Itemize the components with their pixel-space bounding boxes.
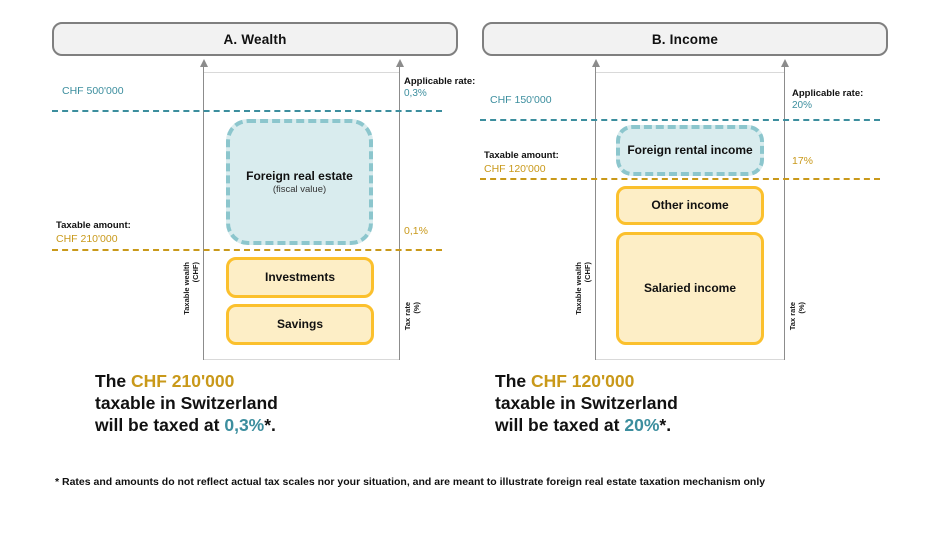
panel-a-left-axis — [199, 59, 208, 360]
panel-b-header: B. Income — [482, 22, 888, 56]
panel-a-chart: Taxable wealth (CHF) Tax rate (%) CHF 50… — [40, 59, 475, 362]
panel-b-title: B. Income — [651, 31, 719, 47]
panel-a-block-foreign-real-estate: Foreign real estate (fiscal value) — [226, 119, 373, 245]
panel-b-lower-rate: 17% — [792, 155, 813, 167]
axis-arrow-icon — [199, 59, 208, 67]
axis-arrow-icon — [395, 59, 404, 67]
panel-b-left-axis-label-line2: (CHF) — [583, 262, 592, 283]
panel-a-right-axis-label-line2: (%) — [412, 302, 421, 314]
panel-b-upper-threshold-line — [480, 119, 880, 121]
conclusion-the: The — [95, 371, 131, 391]
block-label: Salaried income — [643, 281, 737, 295]
panel-b-upper-threshold-label: CHF 150'000 — [490, 93, 552, 107]
panel-b-applicable-rate-value: 20% — [792, 100, 813, 111]
panel-b-applicable-rate-caption: Applicable rate: — [792, 88, 864, 99]
block-label: Investments — [264, 270, 336, 284]
block-label: Foreign rental income — [627, 143, 753, 157]
conclusion-tail: *. — [264, 415, 276, 435]
panel-a-upper-threshold-line — [52, 110, 442, 112]
panel-b-lower-rate-value: 17% — [792, 155, 814, 167]
panel-income: B. Income Taxable wealth (CHF) Tax rate … — [470, 0, 900, 460]
block-label: Savings — [276, 317, 324, 331]
conclusion-rate: 0,3% — [224, 415, 265, 435]
panel-a-lower-rate-value: 0,1% — [404, 225, 428, 237]
panel-a-conclusion: The CHF 210'000 taxable in Switzerland w… — [95, 370, 475, 436]
panel-a-header: A. Wealth — [52, 22, 458, 56]
block-sublabel: (fiscal value) — [272, 183, 327, 195]
panel-b-right-axis-label-line2: (%) — [797, 302, 806, 314]
panel-b-conclusion: The CHF 120'000 taxable in Switzerland w… — [495, 370, 875, 436]
panel-b-block-other-income: Other income — [616, 186, 764, 225]
panel-a-lower-threshold-line — [52, 249, 442, 251]
panel-b-left-axis — [591, 59, 600, 360]
conclusion-amount: CHF 210'000 — [130, 371, 235, 391]
panel-a-left-axis-label-line2: (CHF) — [191, 262, 200, 283]
footnote: * Rates and amounts do not reflect actua… — [55, 476, 766, 488]
panel-a-taxable-amount-caption: Taxable amount: — [56, 220, 131, 231]
conclusion-tail: *. — [659, 415, 672, 435]
panel-b-taxable-amount-caption: Taxable amount: — [484, 150, 559, 161]
panel-a-upper-threshold-value: CHF 500'000 — [62, 85, 124, 97]
panel-a-lower-rate: 0,1% — [404, 225, 428, 237]
block-label: Foreign real estate — [246, 168, 353, 183]
conclusion-taxed-at: will be taxed at — [95, 415, 225, 435]
conclusion-line2: taxable in Switzerland — [95, 393, 278, 413]
panel-a-applicable-rate-caption: Applicable rate: — [404, 76, 476, 87]
block-label: Other income — [651, 198, 729, 212]
panel-b-taxable-amount-label: Taxable amount: CHF 120'000 — [484, 150, 559, 175]
panel-a-block-savings: Savings — [226, 304, 374, 345]
panel-b-chart: Taxable wealth (CHF) Tax rate (%) CHF 15… — [470, 59, 900, 362]
panel-wealth: A. Wealth Taxable wealth (CHF) Tax rate … — [40, 0, 475, 460]
panel-b-right-axis — [780, 59, 789, 360]
panel-b-block-foreign-rental-income: Foreign rental income — [616, 125, 764, 176]
conclusion-rate: 20% — [624, 415, 660, 435]
panel-a-right-axis — [395, 59, 404, 360]
panel-b-taxable-amount-value: CHF 120'000 — [484, 162, 546, 175]
axis-arrow-icon — [591, 59, 600, 67]
panel-a-block-investments: Investments — [226, 257, 374, 298]
conclusion-amount: CHF 120'000 — [530, 371, 635, 391]
panel-b-block-salaried-income: Salaried income — [616, 232, 764, 345]
conclusion-the: The — [495, 371, 531, 391]
panel-a-title: A. Wealth — [223, 31, 287, 47]
conclusion-line2: taxable in Switzerland — [495, 393, 678, 413]
panel-a-taxable-amount-value: CHF 210'000 — [56, 232, 118, 245]
panel-b-upper-threshold-value: CHF 150'000 — [490, 94, 552, 106]
panel-a-applicable-rate-value: 0,3% — [404, 88, 427, 99]
conclusion-taxed-at: will be taxed at — [495, 415, 625, 435]
panel-a-taxable-amount-label: Taxable amount: CHF 210'000 — [56, 220, 131, 245]
panel-b-lower-threshold-line — [480, 178, 880, 180]
panel-a-upper-threshold-label: CHF 500'000 — [62, 84, 124, 98]
panel-a-applicable-rate: Applicable rate: 0,3% — [404, 76, 475, 100]
panel-b-applicable-rate: Applicable rate: 20% — [792, 88, 863, 112]
axis-arrow-icon — [780, 59, 789, 67]
